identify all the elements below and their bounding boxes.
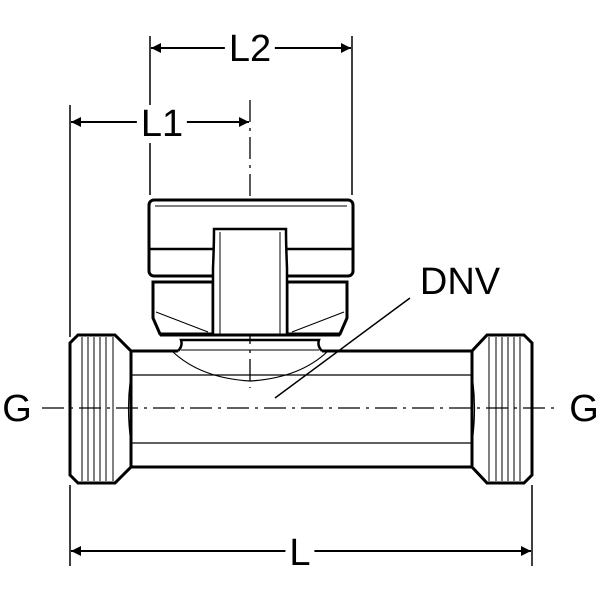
pipe-body <box>127 338 476 469</box>
label-g-left: G <box>0 390 36 428</box>
right-nut <box>470 333 534 485</box>
label-l: L <box>285 534 315 572</box>
left-nut <box>68 333 133 485</box>
cap <box>147 198 355 337</box>
label-l2: L2 <box>224 30 276 68</box>
dnv-leader-line <box>274 297 411 399</box>
label-g-right: G <box>565 390 600 428</box>
label-l1: L1 <box>136 105 188 143</box>
label-dnv: DNV <box>419 261 501 303</box>
